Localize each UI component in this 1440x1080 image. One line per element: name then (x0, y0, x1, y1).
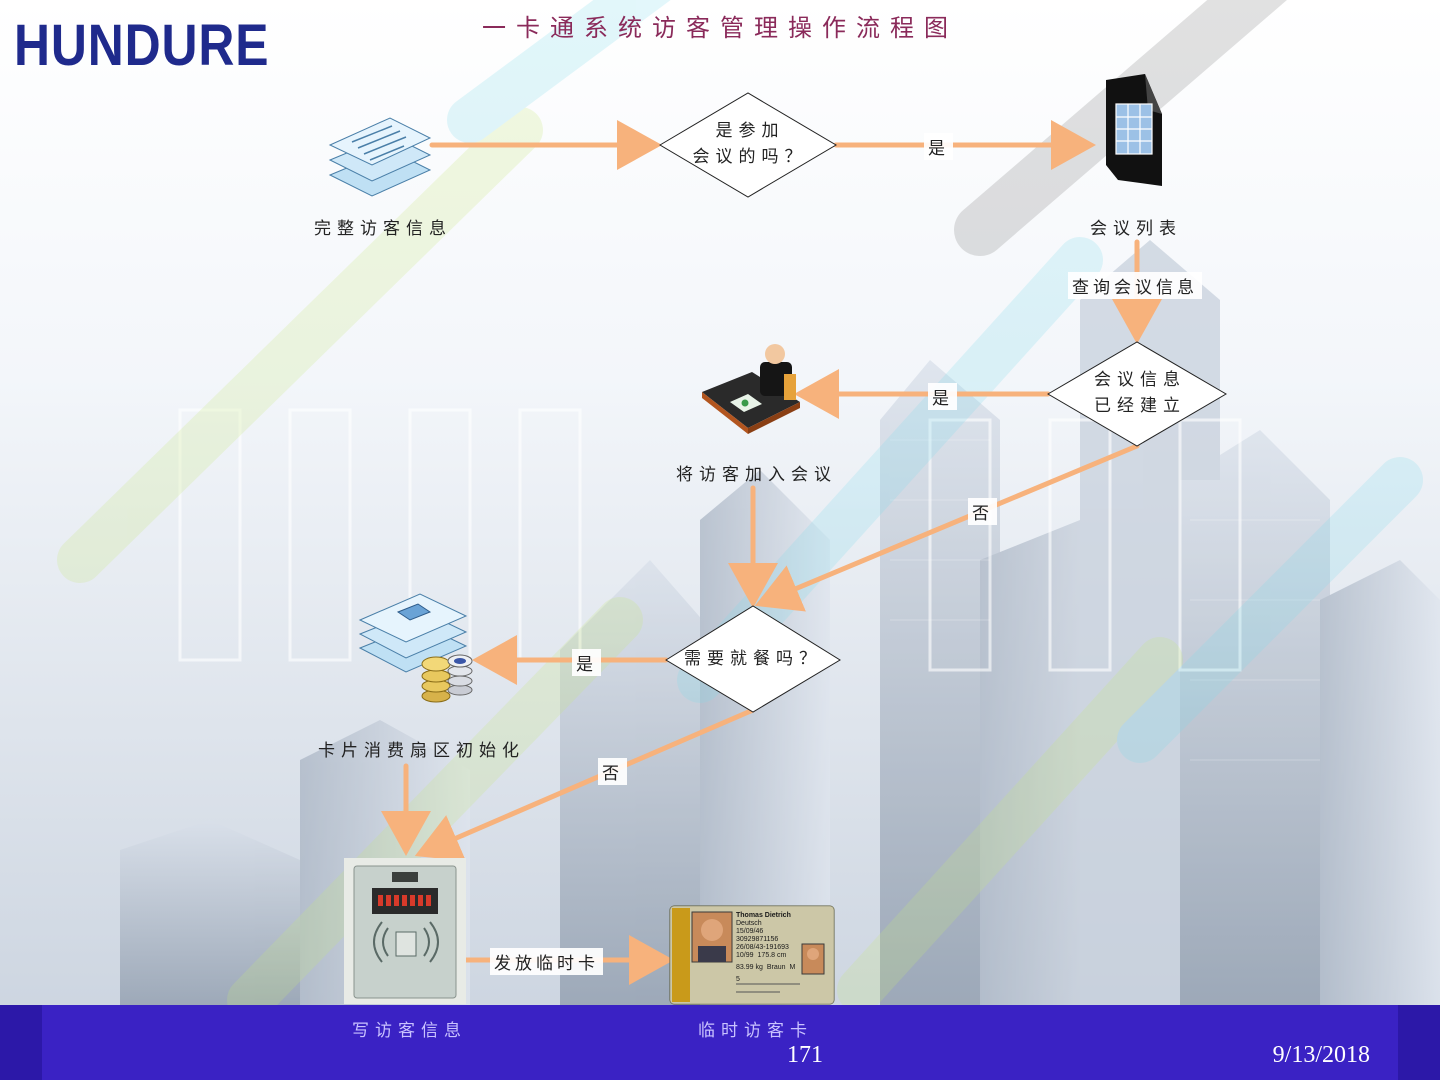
id-card-image (669, 905, 835, 1005)
id-card-field: M (789, 964, 796, 971)
edge-yes-created: 是 (928, 383, 957, 410)
node-temp-visitor-card: 临时访客卡 (698, 1021, 813, 1041)
edge-query-meeting: 查询会议信息 (1068, 272, 1202, 299)
decision-attend-line1: 是参加 (715, 121, 785, 141)
id-card-date: 15/09/46 (736, 928, 764, 935)
page-number: 171 (787, 1042, 823, 1068)
decision-meeting-created-text: 会议信息 已经建立 (1070, 367, 1210, 419)
edge-yes-meal: 是 (572, 649, 601, 676)
footer-left-block (0, 1005, 42, 1080)
node-meeting-list: 会议列表 (1090, 219, 1182, 239)
footer-bar (0, 1005, 1440, 1080)
id-card-text: Thomas Dietrich Deutsch 15/09/46 3092987… (736, 912, 832, 984)
footer-right-block (1398, 1005, 1440, 1080)
decision-need-meal (665, 605, 841, 713)
node-card-init: 卡片消费扇区初始化 (318, 741, 525, 761)
id-card-name: Thomas Dietrich (736, 912, 791, 919)
decision-attend-meeting-text: 是参加 会议的吗？ (680, 118, 820, 170)
id-card-field: 5 (736, 976, 740, 983)
node-complete-visitor-info: 完整访客信息 (314, 219, 452, 239)
edge-issue-card: 发放临时卡 (490, 948, 603, 975)
edge-no-meal: 否 (598, 758, 627, 785)
decision-created-line2: 已经建立 (1094, 396, 1186, 416)
id-card-id-line: 26/08/43-191693 (736, 944, 789, 951)
id-card-number: 30929871156 (736, 936, 779, 943)
edge-no-created: 否 (968, 498, 997, 525)
decision-meal-line1: 需要就餐吗？ (684, 649, 822, 669)
documents-stack-icon (328, 117, 432, 197)
page-title: 一卡通系统访客管理操作流程图 (482, 14, 958, 42)
arrow-meal-no (414, 707, 756, 862)
decision-need-meal-text: 需要就餐吗？ (678, 646, 828, 672)
card-init-icon (358, 593, 473, 703)
node-write-visitor-info: 写访客信息 (352, 1021, 467, 1041)
id-card-field: 10/99 (736, 952, 754, 959)
decision-attend-line2: 会议的吗？ (692, 147, 808, 167)
meeting-list-icon (1106, 74, 1162, 186)
edge-yes-attend: 是 (924, 133, 953, 160)
decision-created-line1: 会议信息 (1094, 370, 1186, 390)
id-card-field: Braun (766, 964, 786, 971)
node-add-visitor-to-meeting: 将访客加入会议 (676, 465, 837, 485)
footer-date: 9/13/2018 (1272, 1042, 1370, 1068)
id-card-field: 175.8 cm (757, 952, 787, 959)
id-card-company: Deutsch (736, 920, 762, 927)
arrow-created-no (754, 443, 1140, 612)
id-card-field: 83.99 kg (736, 964, 763, 971)
decision-meeting-created (1047, 341, 1227, 447)
brand-logo: HUNDURE (14, 13, 270, 78)
person-at-desk-icon (702, 344, 800, 434)
card-reader-icon (344, 858, 466, 1004)
decision-attend-meeting (659, 92, 837, 198)
